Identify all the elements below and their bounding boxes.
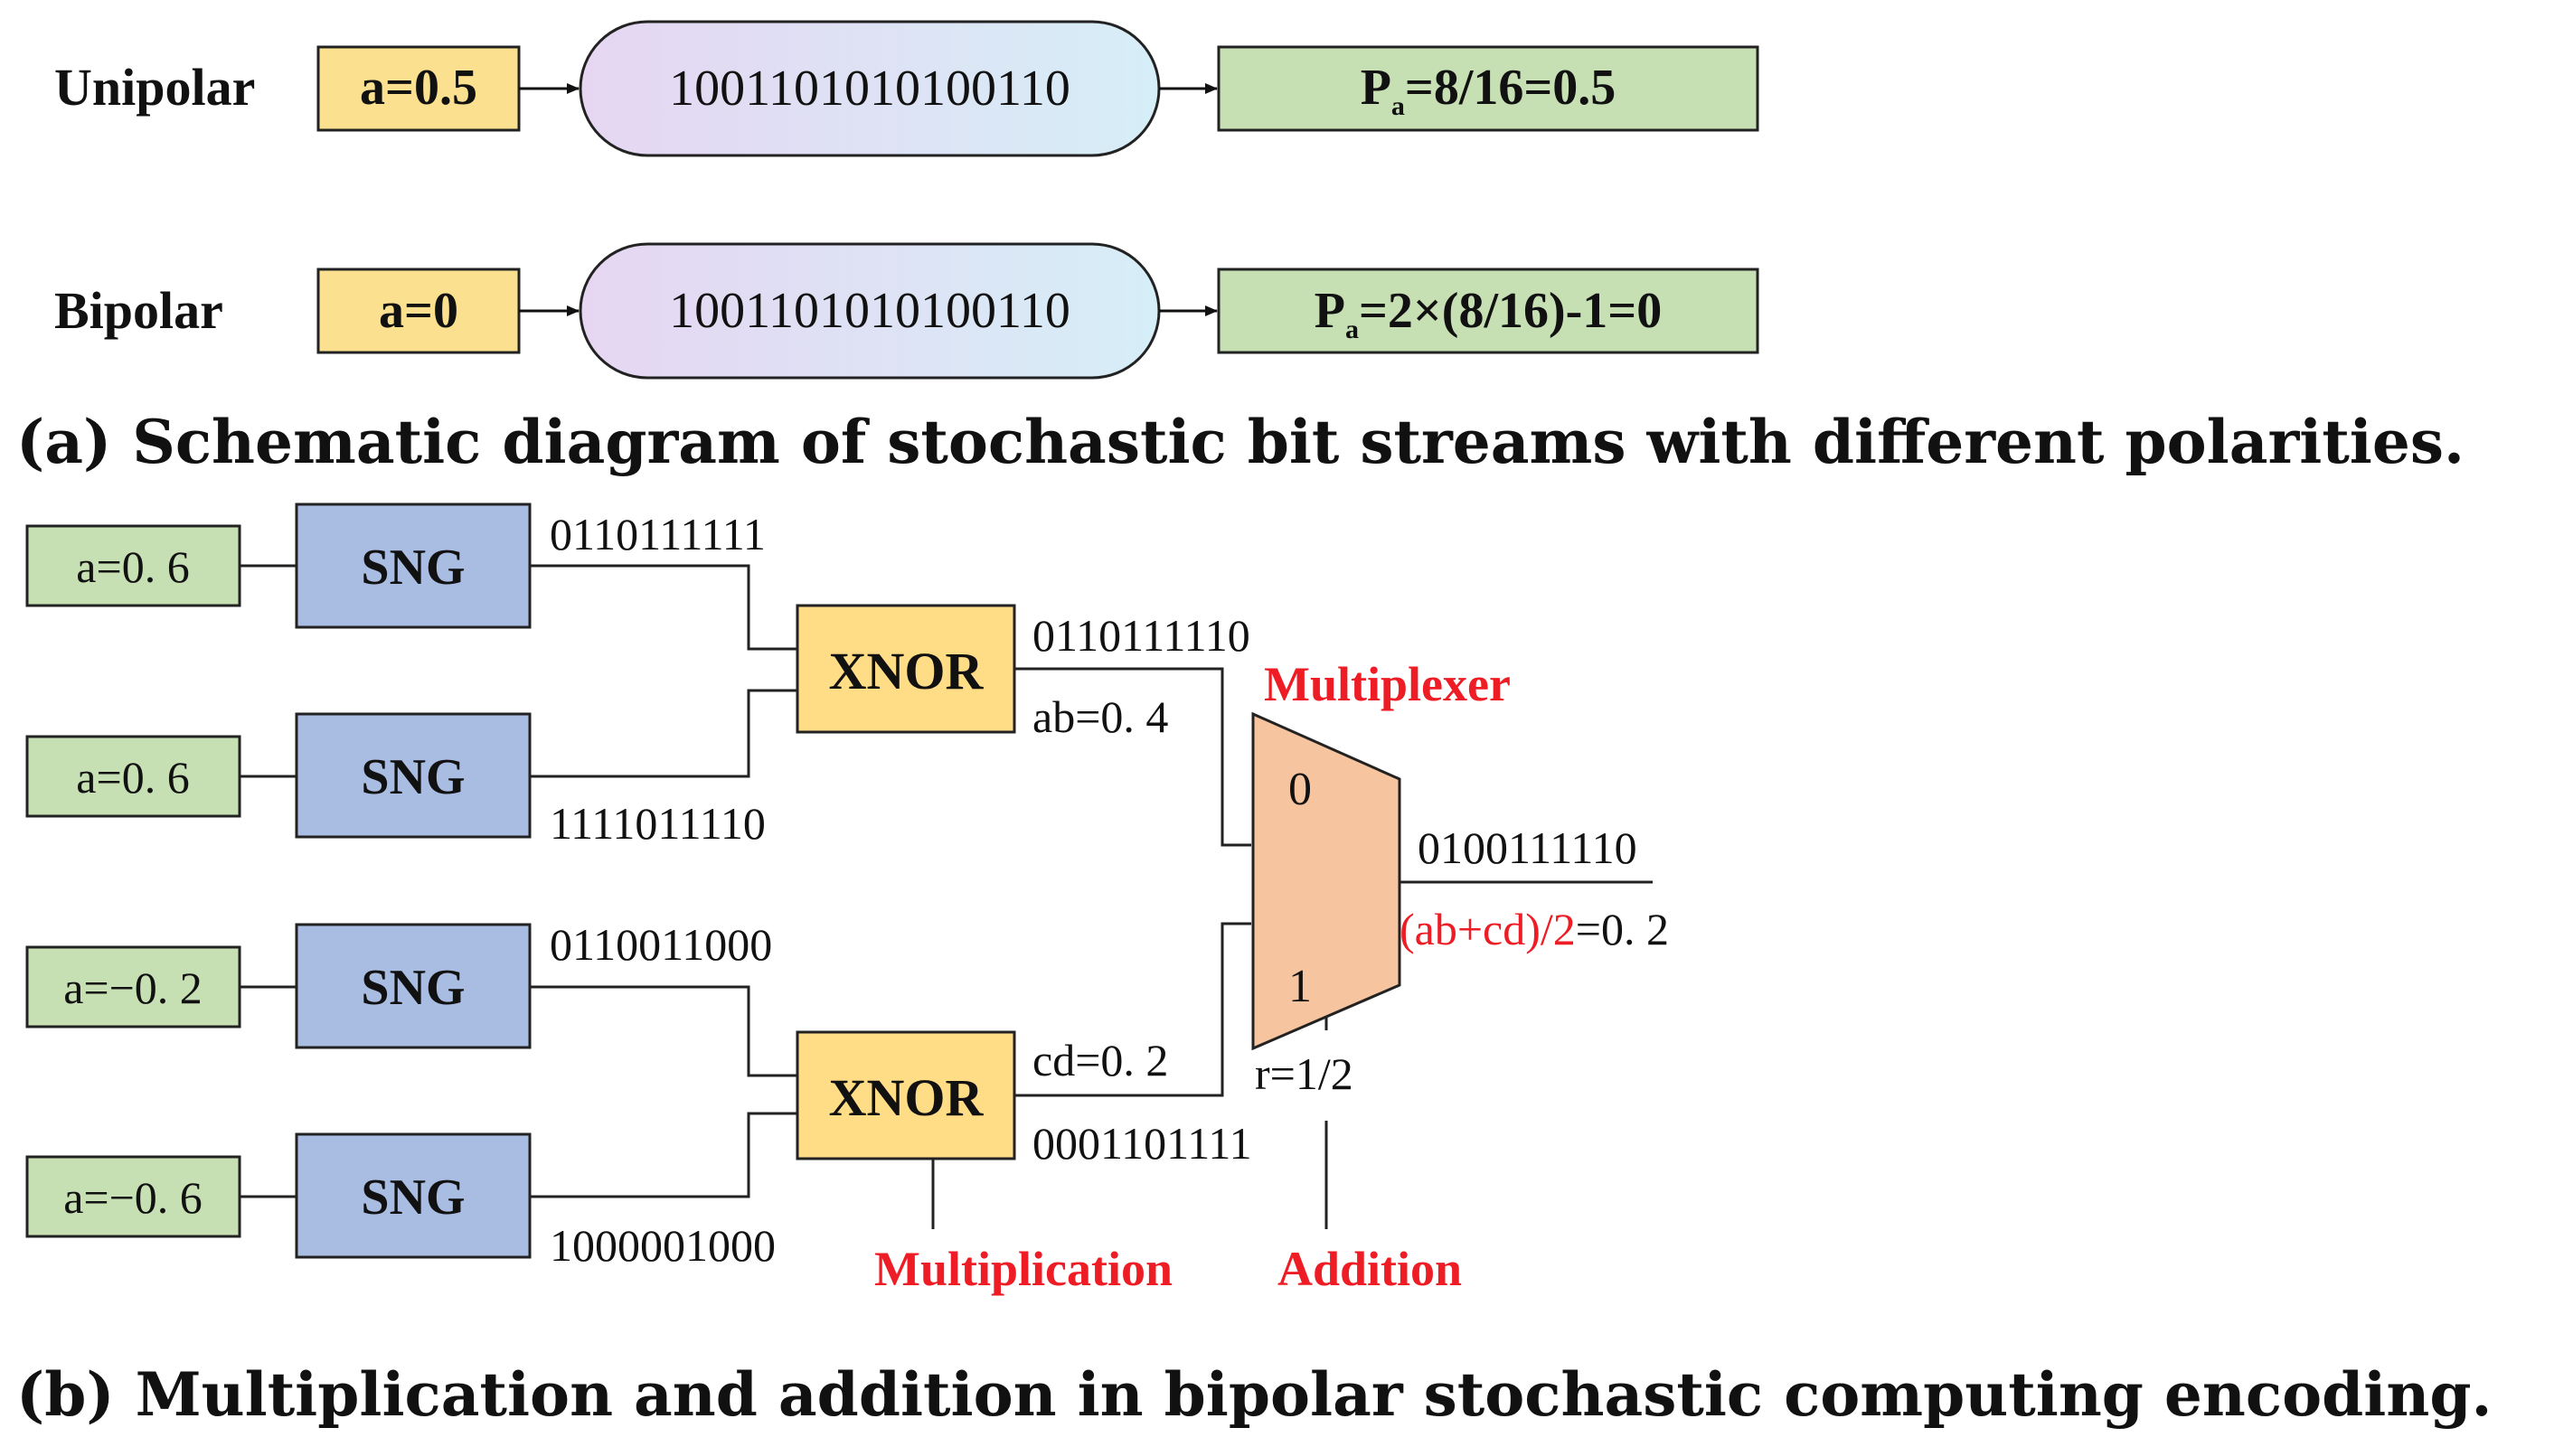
wire-xnor-1 xyxy=(1014,667,1251,847)
mux-input-1: 1 xyxy=(1288,961,1312,1012)
unipolar-result-box xyxy=(1217,45,1759,132)
unipolar-input-label: a=0.5 xyxy=(360,60,477,116)
sng-box-4 xyxy=(295,1132,532,1259)
bipolar-result: Pa=2×(8/16)-1=0 xyxy=(1315,283,1662,344)
unipolar-stream: 1001101010100110 xyxy=(669,61,1070,117)
unipolar-input-box xyxy=(316,45,521,132)
addition-label: Addition xyxy=(1277,1242,1462,1296)
input-label-2: a=0. 6 xyxy=(76,752,189,803)
input-box-2 xyxy=(25,735,241,818)
bipolar-input-label: a=0 xyxy=(379,283,458,339)
bipolar-result-box xyxy=(1217,268,1759,354)
multiplexer xyxy=(1251,711,1401,1051)
input-box-4 xyxy=(25,1155,241,1238)
mux-select-label: r=1/2 xyxy=(1255,1048,1353,1099)
bipolar-label: Bipolar xyxy=(54,281,223,340)
xnor-label-2: XNOR xyxy=(829,1068,985,1127)
sng-box-1 xyxy=(295,503,532,629)
sng-stream-3: 0110011000 xyxy=(550,919,772,970)
sng-stream-1: 0110111111 xyxy=(550,509,766,559)
xnor-label-1: XNOR xyxy=(829,642,985,700)
wire-sng-3 xyxy=(530,985,797,1077)
xnor1-stream: 0110111110 xyxy=(1032,610,1250,661)
sng-label-3: SNG xyxy=(361,960,465,1016)
bipolar-row: Bipolar a=0 1001101010100110 Pa=2×(8/16)… xyxy=(54,242,1759,380)
unipolar-label: Unipolar xyxy=(54,58,255,117)
wire-sng-1 xyxy=(530,564,797,651)
xnor2-value: cd=0. 2 xyxy=(1032,1035,1168,1085)
multiplication-label: Multiplication xyxy=(874,1242,1173,1296)
sng-label-4: SNG xyxy=(361,1169,465,1226)
sng-stream-2: 1111011110 xyxy=(550,798,766,849)
input-box-1 xyxy=(25,524,241,607)
mux-out-stream: 0100111110 xyxy=(1418,822,1637,873)
part-a: Unipolar a=0.5 1001101010100110 Pa=8/16=… xyxy=(16,20,2465,477)
unipolar-result: Pa=8/16=0.5 xyxy=(1361,60,1616,121)
mux-title: Multiplexer xyxy=(1264,657,1511,711)
input-label-4: a=−0. 6 xyxy=(63,1172,203,1223)
caption-a: (a) Schematic diagram of stochastic bit … xyxy=(16,407,2465,477)
input-box-3 xyxy=(25,945,241,1029)
sng-box-3 xyxy=(295,923,532,1049)
bipolar-stream: 1001101010100110 xyxy=(669,283,1070,339)
unipolar-row: Unipolar a=0.5 1001101010100110 Pa=8/16=… xyxy=(54,20,1759,157)
sng-label-2: SNG xyxy=(361,749,465,805)
xnor-gate-1 xyxy=(796,604,1016,734)
input-label-1: a=0. 6 xyxy=(76,541,189,592)
caption-b: (b) Multiplication and addition in bipol… xyxy=(16,1359,2492,1430)
wire-sng-2 xyxy=(530,689,797,778)
input-label-3: a=−0. 2 xyxy=(63,963,203,1013)
xnor1-value: ab=0. 4 xyxy=(1032,691,1168,742)
xnor-gate-2 xyxy=(796,1030,1016,1160)
part-b: a=0. 6 a=0. 6 a=−0. 2 a=−0. 6 SNG SNG SN… xyxy=(16,503,2492,1430)
sng-label-1: SNG xyxy=(361,540,465,596)
wire-sng-4 xyxy=(530,1112,797,1198)
mux-out-formula: (ab+cd)/2=0. 2 xyxy=(1400,904,1669,954)
xnor2-stream: 0001101111 xyxy=(1032,1118,1252,1169)
sng-stream-4: 1000001000 xyxy=(550,1220,776,1271)
wire-xnor-2 xyxy=(1014,922,1251,1097)
mux-input-0: 0 xyxy=(1288,764,1312,815)
